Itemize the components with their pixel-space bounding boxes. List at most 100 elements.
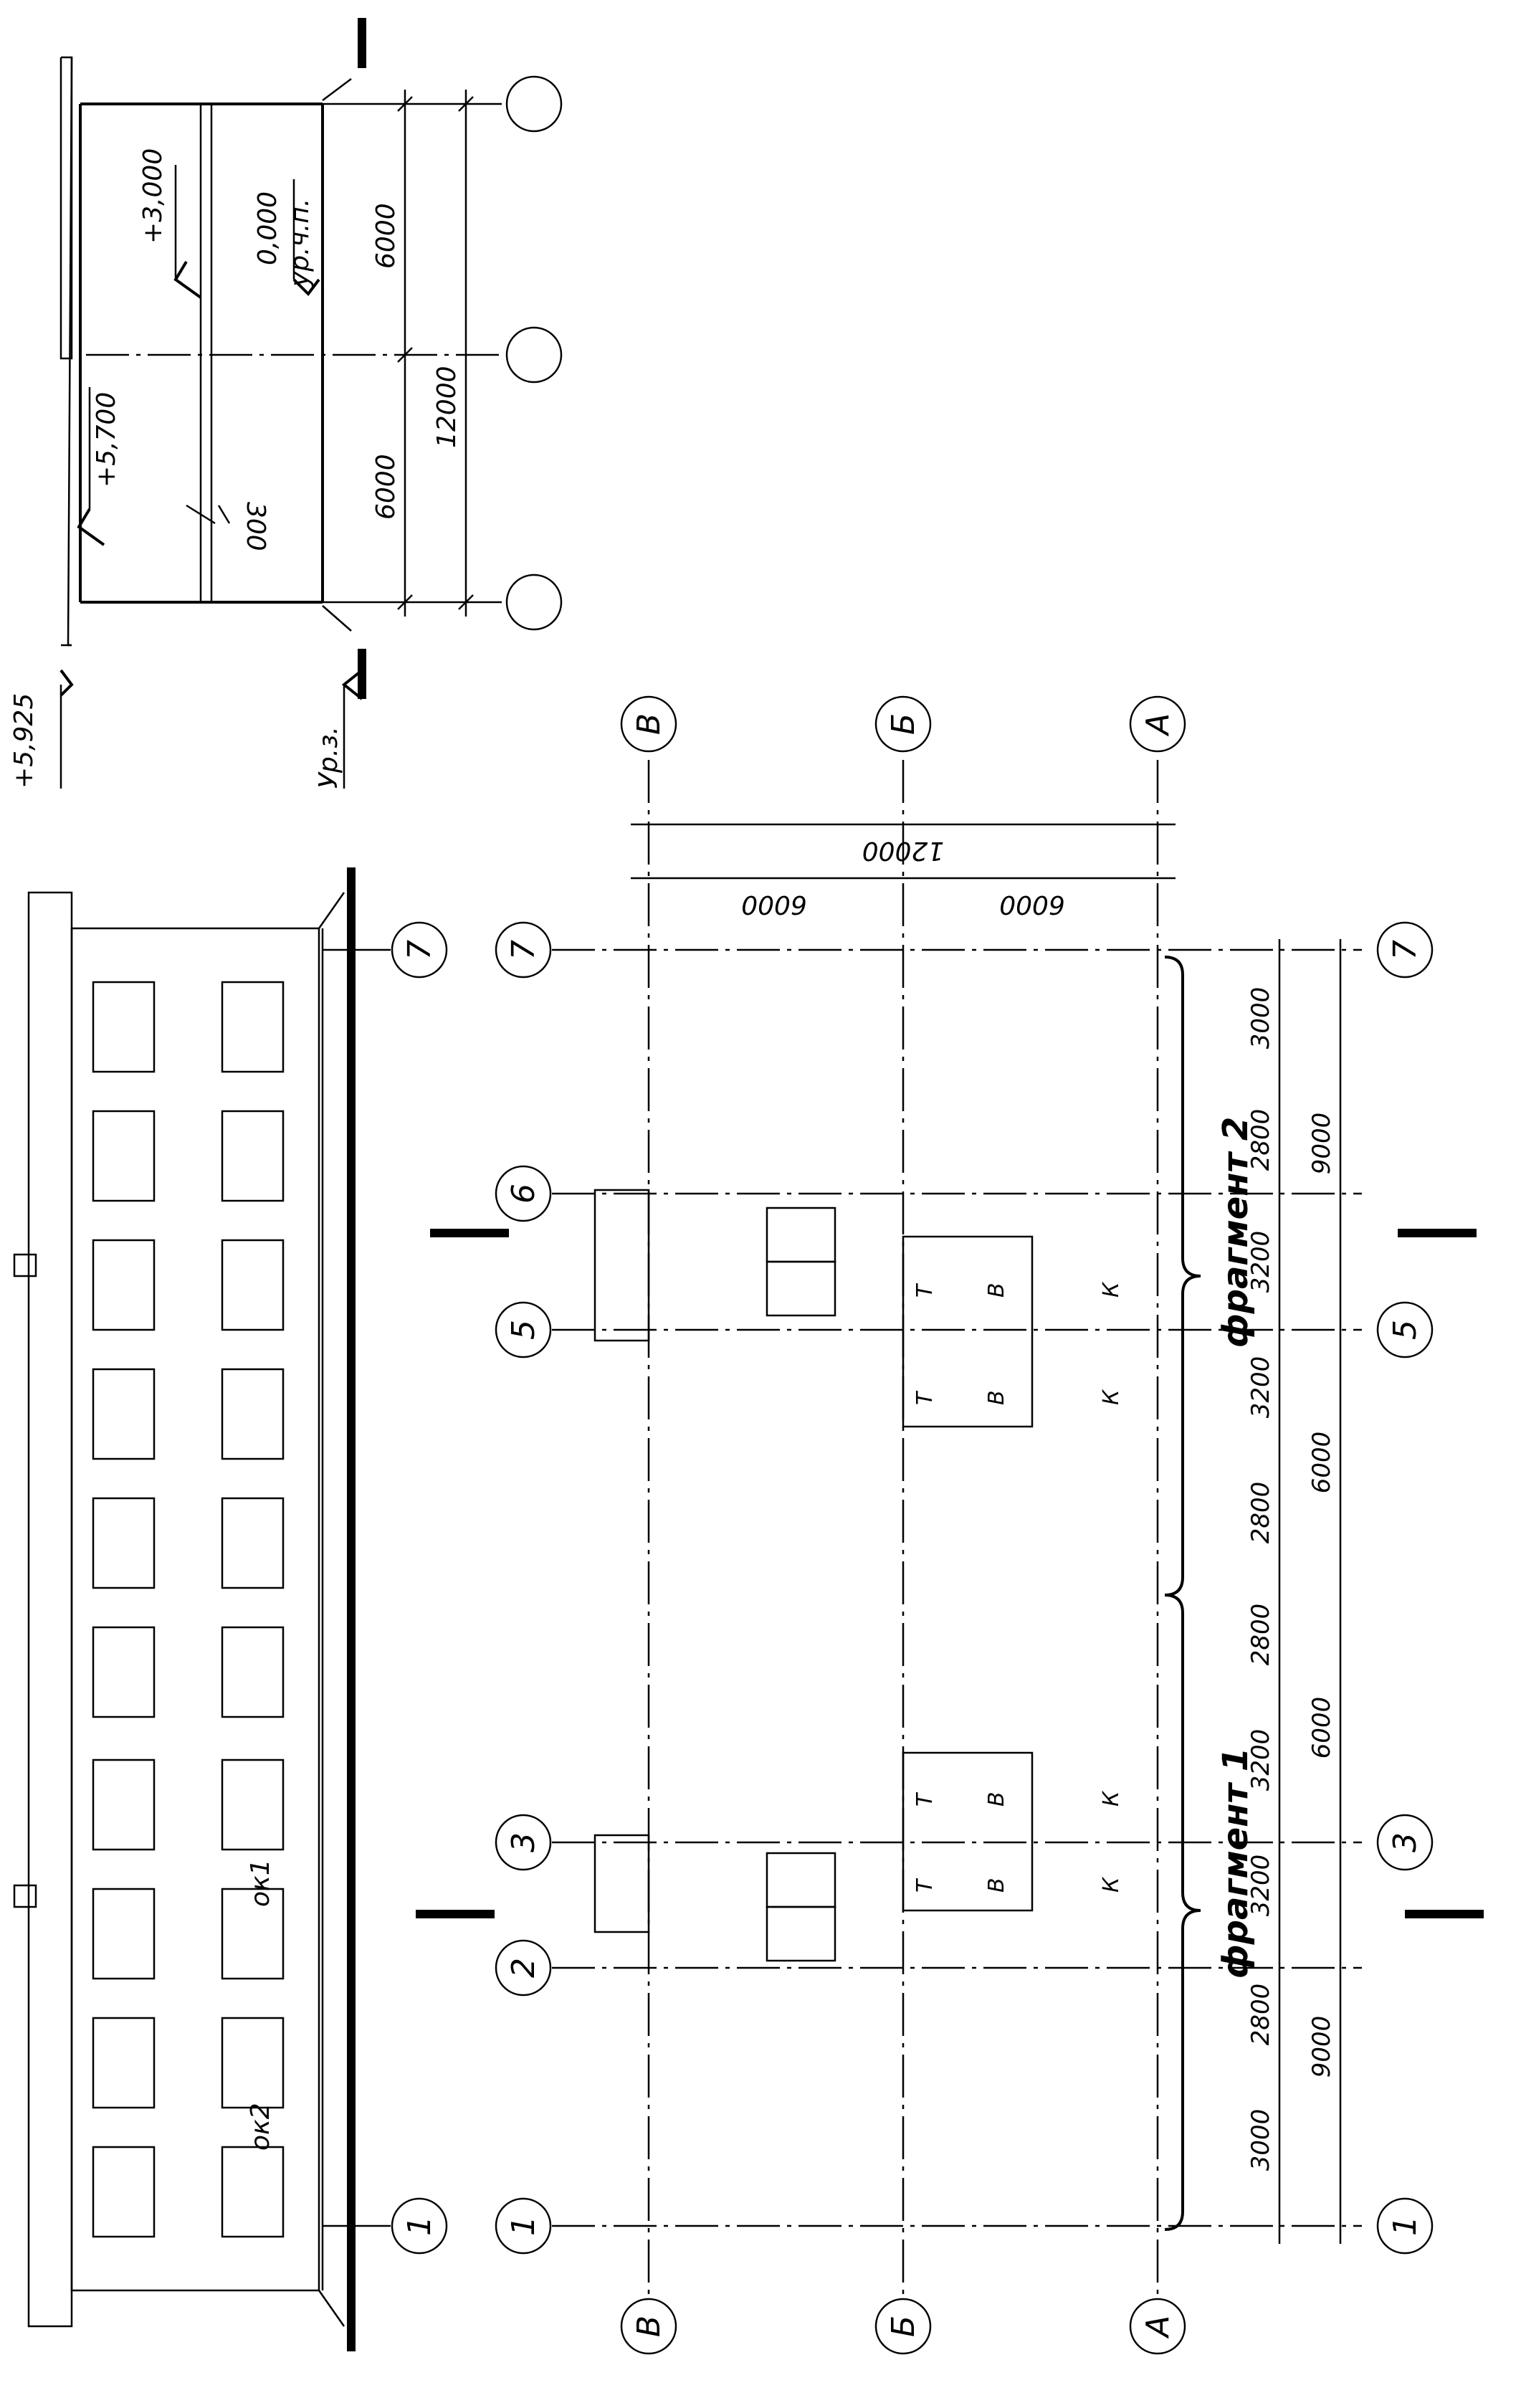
stair-flight [766,1852,836,1908]
window [221,1626,285,1718]
stair-2 [593,1189,836,1342]
dim-6000-bottom: 6000 [371,454,401,520]
fragment-1-brace [1164,1594,1201,2231]
plan-label-Б-bottom: Б [885,2316,922,2337]
dim-row1-text: 2800 [1246,1482,1275,1544]
plan-bubble-5-bottom [1376,1301,1434,1358]
dim-row2-text: 6000 [1307,1432,1336,1494]
window [92,2146,156,2238]
tick [458,594,474,610]
chimney [13,1884,37,1908]
dim-row1-text: 3200 [1246,1855,1275,1917]
section-view: +5,925 +5,700 +3,000 0,000 ур.ч.п. Ур.з.… [9,18,563,789]
dim-6000-plan-b: 6000 [999,890,1065,919]
room-V: В [984,1878,1009,1893]
room-K: К [1099,1790,1124,1807]
dim-row1-text: 2800 [1246,1109,1275,1171]
window [92,1368,156,1460]
window [92,1110,156,1202]
facade-axis-bubble-7 [391,921,448,979]
plan-bubble-В-top [620,695,677,753]
level-5925: +5,925 [9,693,39,789]
window [221,981,285,1073]
tick [397,594,413,610]
room-V: В [984,1791,1009,1807]
facade-base-top [318,892,345,929]
plan-label-5: 5 [505,1320,542,1340]
plan-bubble-7-top [495,921,552,979]
window [221,2146,285,2238]
dim-300: 300 [241,502,270,551]
plan-label-7-b: 7 [1387,940,1424,960]
dim-12000: 12000 [432,366,462,448]
window [92,1497,156,1589]
room-block-2 [902,1235,1034,1428]
level-3000: +3,000 [138,148,168,244]
level-mark-5925 [59,669,74,697]
facade-windows [92,981,285,2238]
dim-row1-text: 3200 [1246,1231,1275,1293]
foot-bottom [322,605,352,632]
plan-bubble-7-bottom [1376,921,1434,979]
dim-row2-text: 9000 [1307,2016,1336,2078]
stair-porch [593,1834,650,1933]
stair-porch [593,1189,650,1342]
window [221,2017,285,2109]
dim-300-tick [217,505,231,524]
tick [397,96,413,112]
facade-cornice [27,891,73,2328]
plan-label-5-b: 5 [1387,1320,1424,1340]
dim-row2-text: 6000 [1307,1697,1336,1759]
window [92,1626,156,1718]
facade-view: ок1 ок2 7 1 [13,867,448,2351]
room-V: В [984,1282,1009,1298]
dim-6000-top: 6000 [371,203,401,269]
window-label-ok1: ок1 [246,1859,275,1907]
plan-label-А-bottom: А [1140,2316,1176,2339]
section-axis-bubble [505,326,563,384]
plan-label-6: 6 [505,1184,542,1204]
plan-label-В-bottom: В [631,2316,667,2337]
room-T: Т [912,1390,938,1405]
window [221,1888,285,1980]
dim-12000-plan: 12000 [862,836,945,865]
window [221,1497,285,1589]
level-5700: +5,700 [92,392,121,487]
plan-bubble-А-bottom [1129,2298,1186,2355]
dim-row1-text: 3000 [1246,2109,1275,2171]
window [221,1759,285,1851]
room-T: Т [912,1878,938,1893]
level-mark-0000 [292,278,320,297]
plan-label-3: 3 [505,1832,542,1852]
dim-row1-text: 2800 [1246,1984,1275,2046]
facade-axis-label-1: 1 [401,2216,438,2236]
room-T: Т [912,1282,938,1298]
dim-row2-text: 9000 [1307,1113,1336,1175]
room-K: К [1099,1876,1124,1893]
foot-top [322,78,352,101]
plan-bubble-2-top [495,1939,552,1997]
window [221,1239,285,1331]
plan-bubble-1-top [495,2197,552,2255]
room-V: В [984,1390,1009,1405]
window [92,981,156,1073]
room-T: Т [912,1791,938,1807]
facade-axis-label-7: 7 [401,940,438,960]
plan-label-7: 7 [505,940,542,960]
plan-label-3-b: 3 [1387,1832,1424,1852]
window [221,1110,285,1202]
plan-label-А-top: А [1140,713,1176,737]
plan-bubble-1-bottom [1376,2197,1434,2255]
plan-label-Б-top: Б [885,713,922,735]
level-mark-5700 [77,508,105,546]
room-K: К [1099,1389,1124,1405]
plan-bubble-Б-bottom [874,2298,932,2355]
window [92,1888,156,1980]
dim-row1-text: 3200 [1246,1729,1275,1791]
dim-300-tick [186,504,216,525]
facade-axis-bubble-1 [391,2197,448,2255]
roof-parapet [59,56,73,360]
